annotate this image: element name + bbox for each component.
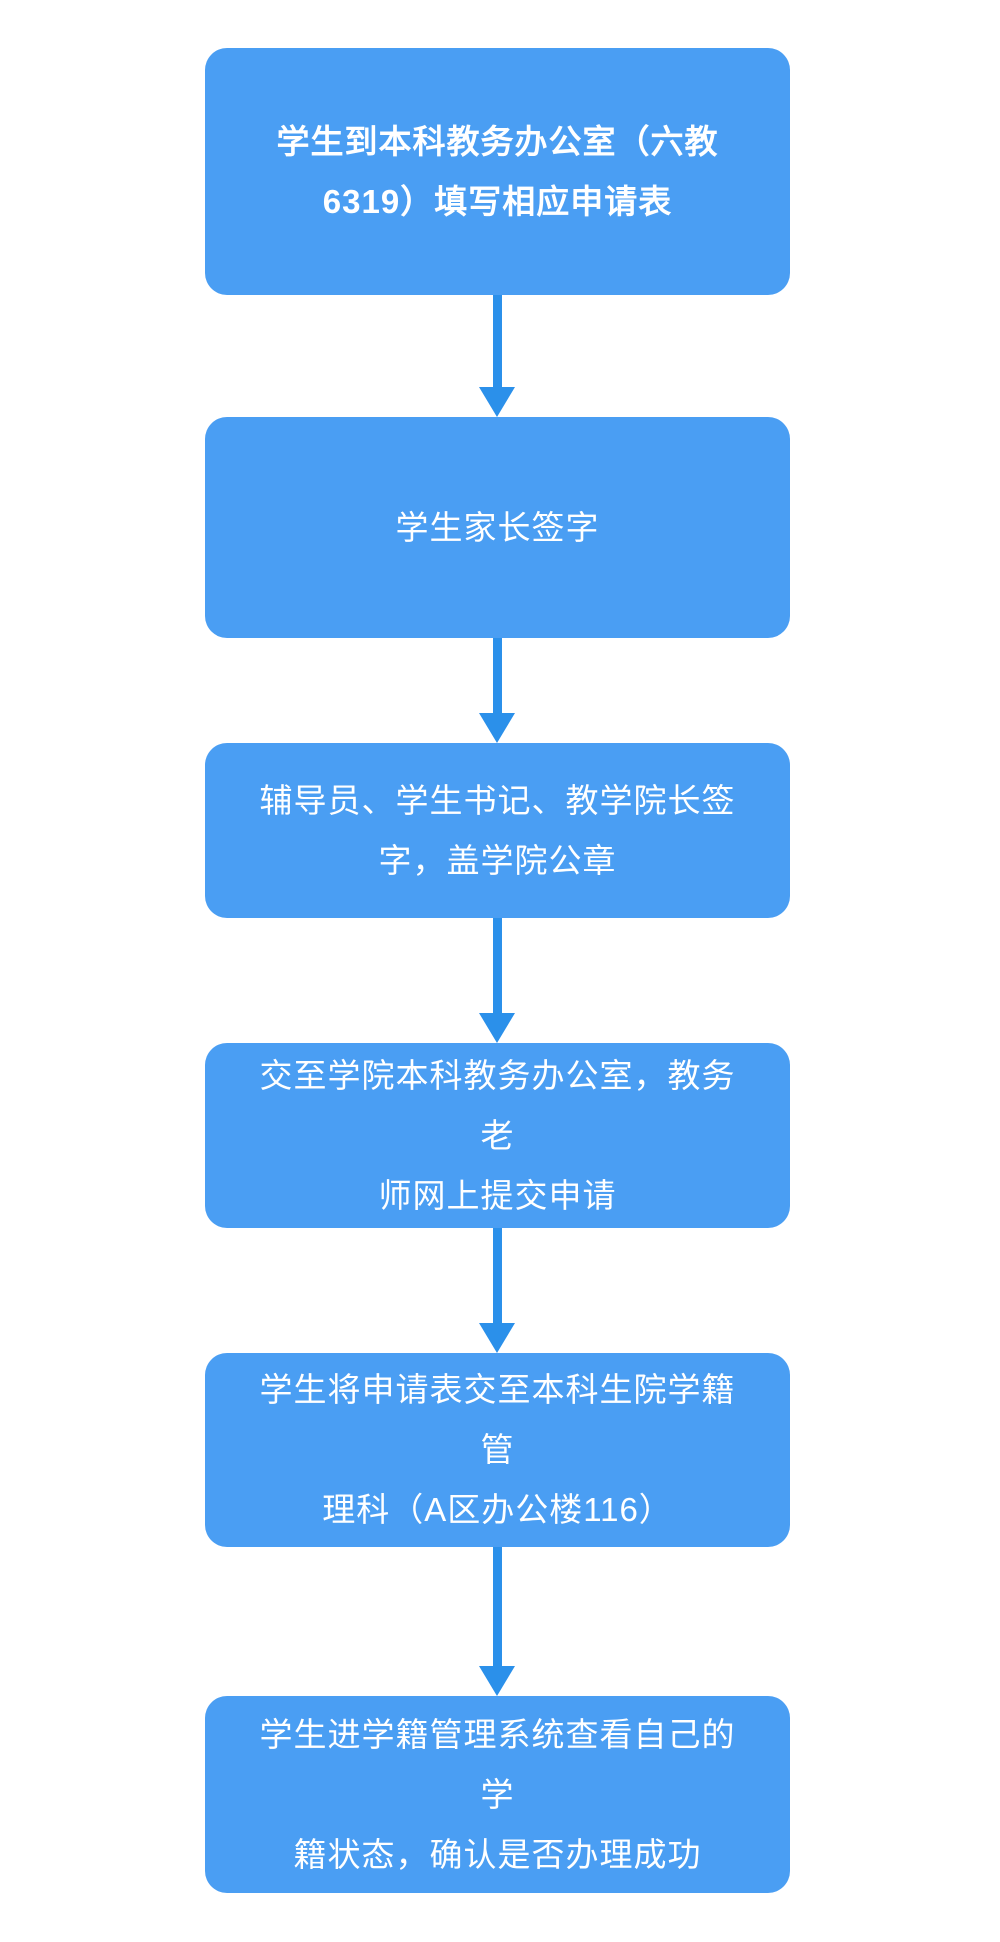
down-arrow-2: [479, 638, 515, 743]
down-arrow-4: [479, 1228, 515, 1353]
flow-node-check-status-online: 学生进学籍管理系统查看自己的学 籍状态，确认是否办理成功: [205, 1696, 790, 1893]
arrow-head-icon: [479, 713, 515, 743]
flow-node-submit-to-college-office: 交至学院本科教务办公室，教务老 师网上提交申请: [205, 1043, 790, 1228]
arrow-head-icon: [479, 387, 515, 417]
down-arrow-3: [479, 918, 515, 1043]
flow-node-submit-to-registrar: 学生将申请表交至本科生院学籍管 理科（A区办公楼116）: [205, 1353, 790, 1547]
flow-node-counselor-dean-signatures: 辅导员、学生书记、教学院长签 字，盖学院公章: [205, 743, 790, 918]
arrow-shaft: [492, 638, 502, 713]
down-arrow-1: [479, 295, 515, 417]
arrow-head-icon: [479, 1013, 515, 1043]
arrow-head-icon: [479, 1323, 515, 1353]
down-arrow-5: [479, 1547, 515, 1696]
flow-node-parent-signature: 学生家长签字: [205, 417, 790, 638]
flow-node-fill-application-form: 学生到本科教务办公室（六教 6319）填写相应申请表: [205, 48, 790, 295]
arrow-shaft: [492, 1547, 502, 1666]
arrow-shaft: [492, 1228, 502, 1323]
arrow-head-icon: [479, 1666, 515, 1696]
arrow-shaft: [492, 918, 502, 1013]
arrow-shaft: [492, 295, 502, 387]
